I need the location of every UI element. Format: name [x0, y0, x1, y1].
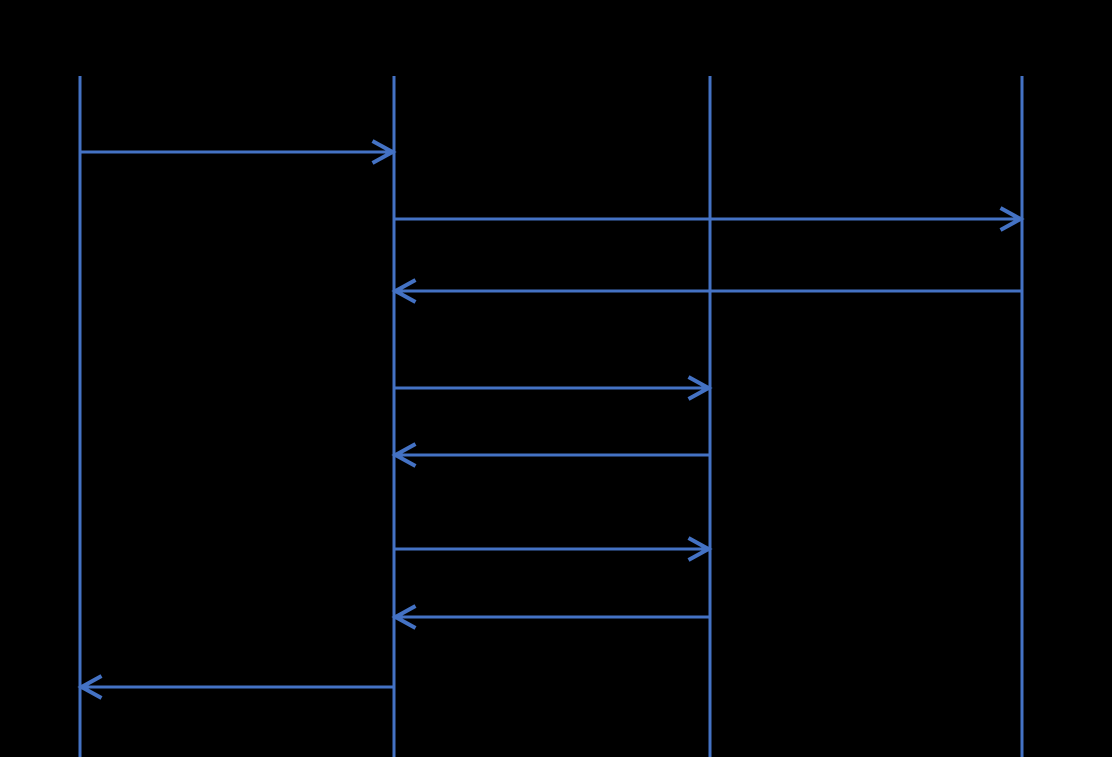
message-arrow-2-right: [394, 206, 1025, 232]
arrowhead-icon: [999, 206, 1025, 232]
arrowhead-icon: [391, 604, 417, 630]
message-arrow-5-left: [391, 442, 710, 468]
message-arrow-3-left: [391, 278, 1022, 304]
arrowhead-icon: [391, 442, 417, 468]
message-arrow-6-right: [394, 536, 713, 562]
arrowhead-icon: [371, 139, 397, 165]
message-arrow-1-right: [80, 139, 397, 165]
message-arrow-4-right: [394, 375, 713, 401]
arrowhead-icon: [391, 278, 417, 304]
arrowhead-icon: [77, 674, 103, 700]
message-arrow-7-left: [391, 604, 710, 630]
arrowhead-icon: [687, 375, 713, 401]
message-arrow-8-left: [77, 674, 394, 700]
arrowhead-icon: [687, 536, 713, 562]
